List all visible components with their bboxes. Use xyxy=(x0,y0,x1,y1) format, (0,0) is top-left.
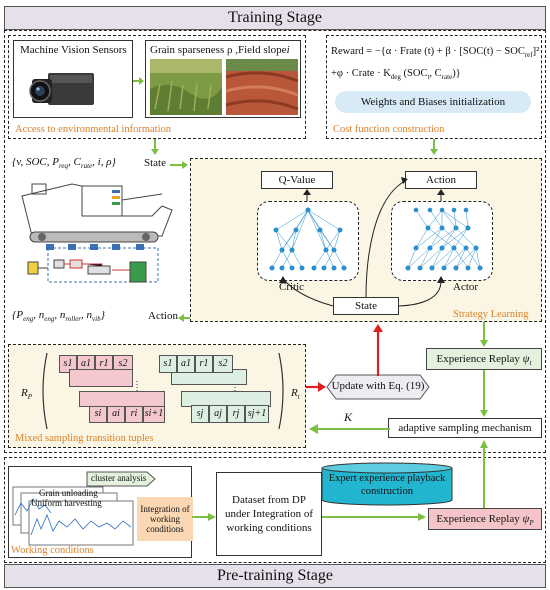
working-conditions-box: cluster analysis Grain unloading Uniform… xyxy=(8,466,193,558)
expert-cylinder xyxy=(321,462,453,506)
env-caption: Access to environmental information xyxy=(15,124,171,135)
experience-replay-p: Experience Replay ψP xyxy=(428,508,542,530)
tuple-cell: s1 xyxy=(159,355,177,373)
action-vector: {Peng, neng, nroller, nvib} xyxy=(12,309,105,324)
env-info-box: Machine Vision Sensors Grain sparseness … xyxy=(8,35,306,139)
mixed-tuples-box: RP Rt s1 a1 r1 s2 si ai ri si+1 s1 a1 r1… xyxy=(8,344,306,448)
tuple-cell: r1 xyxy=(95,355,113,373)
pretraining-area xyxy=(4,457,546,563)
adaptive-to-mixed-arrow xyxy=(309,424,390,434)
critic-network-graph xyxy=(269,207,347,271)
sensor-label: Machine Vision Sensors xyxy=(20,44,127,56)
cluster-arrow-shape xyxy=(86,471,156,487)
grain-field-image xyxy=(150,59,222,115)
tuple-cell: si xyxy=(89,405,107,423)
tuple-cell: sj xyxy=(191,405,209,423)
state-box: State xyxy=(333,297,399,315)
env-down-arrow xyxy=(151,139,159,155)
experience-replay-t: Experience Replay ψt xyxy=(426,348,542,370)
update-hexagon xyxy=(326,374,430,400)
adaptive-sampling-box: adaptive sampling mechanism xyxy=(388,418,542,438)
working-caption: Working conditions xyxy=(11,545,94,556)
weights-init-pill: Weights and Biases initialization xyxy=(335,91,531,113)
tuple-cell: a1 xyxy=(177,355,195,373)
cost-function-box: Reward = −{α · Frate (t) + β · [SOC(t) −… xyxy=(326,35,542,139)
pretraining-stage-title: Pre-training Stage xyxy=(217,567,333,584)
mixed-caption: Mixed sampling transition tuples xyxy=(15,433,154,444)
update-label: Update with Eq. (19) xyxy=(331,380,425,392)
cost-down-arrow xyxy=(430,139,438,155)
cluster-arrow: cluster analysis xyxy=(86,471,156,487)
tuple-bracket xyxy=(42,352,284,430)
uniform-harvesting-label: Uniform harvesting xyxy=(31,498,102,508)
state-label: State xyxy=(144,157,166,169)
strategy-learning-box: Q-Value Action xyxy=(190,158,542,322)
critic-network xyxy=(257,201,359,281)
replay-to-adaptive-arrow xyxy=(480,370,488,417)
cost-caption: Cost function construction xyxy=(333,124,445,135)
tuple-cell: r1 xyxy=(195,355,213,373)
sensor-to-field-arrow xyxy=(133,77,144,85)
tuple-shadow xyxy=(79,391,165,407)
tuple-cell: rj xyxy=(227,405,245,423)
update-red-arrow xyxy=(373,324,383,376)
cluster-label: cluster analysis xyxy=(91,473,147,483)
actor-label: Actor xyxy=(453,281,479,293)
actor-network xyxy=(391,201,493,281)
tuple-cell: aj xyxy=(209,405,227,423)
dataset-box: Dataset from DP under Integration of wor… xyxy=(216,472,322,556)
training-stage-title: Training Stage xyxy=(227,9,323,26)
tuple-cell: s2 xyxy=(213,355,233,373)
mixed-to-update-arrow xyxy=(304,382,326,392)
integration-box: Integration of working conditions xyxy=(137,497,193,541)
dataset-to-replay-arrow xyxy=(322,513,426,521)
training-stage-band: Training Stage xyxy=(4,6,546,30)
tuple-cell: ri xyxy=(125,405,143,423)
actor-network-graph xyxy=(405,207,483,271)
strategy-caption: Strategy Learning xyxy=(453,309,529,320)
field-slope-image xyxy=(225,59,299,115)
sensor-panel: Machine Vision Sensors xyxy=(13,40,133,118)
grain-label: Grain sparseness ρ ,Field slopei xyxy=(150,44,290,56)
harvester-schematic xyxy=(21,183,173,283)
pretraining-stage-band: Pre-training Stage xyxy=(4,564,546,588)
camera-icon xyxy=(29,73,94,105)
rt-label: Rt xyxy=(291,387,300,402)
rp-label: RP xyxy=(21,387,33,402)
strategy-internal-arrows xyxy=(279,177,445,307)
replay-p-to-adaptive-arrow xyxy=(480,440,488,508)
action-box: Action xyxy=(405,171,477,189)
strategy-to-replay-arrow xyxy=(480,322,488,347)
reward-line-2: +φ · Crate · Kdeg (SOCt, Crate)} xyxy=(331,68,461,82)
k-label: K xyxy=(344,410,353,424)
grain-unloading-label: Grain unloading xyxy=(39,488,98,498)
state-vector: {v, SOC, Preq, Crate, i, ρ} xyxy=(12,156,116,171)
working-to-dataset-arrow xyxy=(192,513,216,521)
tuple-cell: sj+1 xyxy=(245,405,269,423)
reward-line-1: Reward = −{α · Frate (t) + β · [SOC(t) −… xyxy=(331,46,540,60)
state-to-strategy-arrow xyxy=(170,161,188,169)
tuple-shadow xyxy=(69,369,133,387)
condition-windows xyxy=(12,486,134,546)
action-label: Action xyxy=(148,310,178,322)
tuple-cell: si+1 xyxy=(143,405,165,423)
q-value-box: Q-Value xyxy=(261,171,333,189)
expert-label: Expert experience playback construction xyxy=(328,473,446,497)
tuple-cell: s1 xyxy=(59,355,77,373)
field-panel: Grain sparseness ρ ,Field slopei xyxy=(145,40,301,118)
training-area xyxy=(4,30,546,453)
tuple-cell: ai xyxy=(107,405,125,423)
